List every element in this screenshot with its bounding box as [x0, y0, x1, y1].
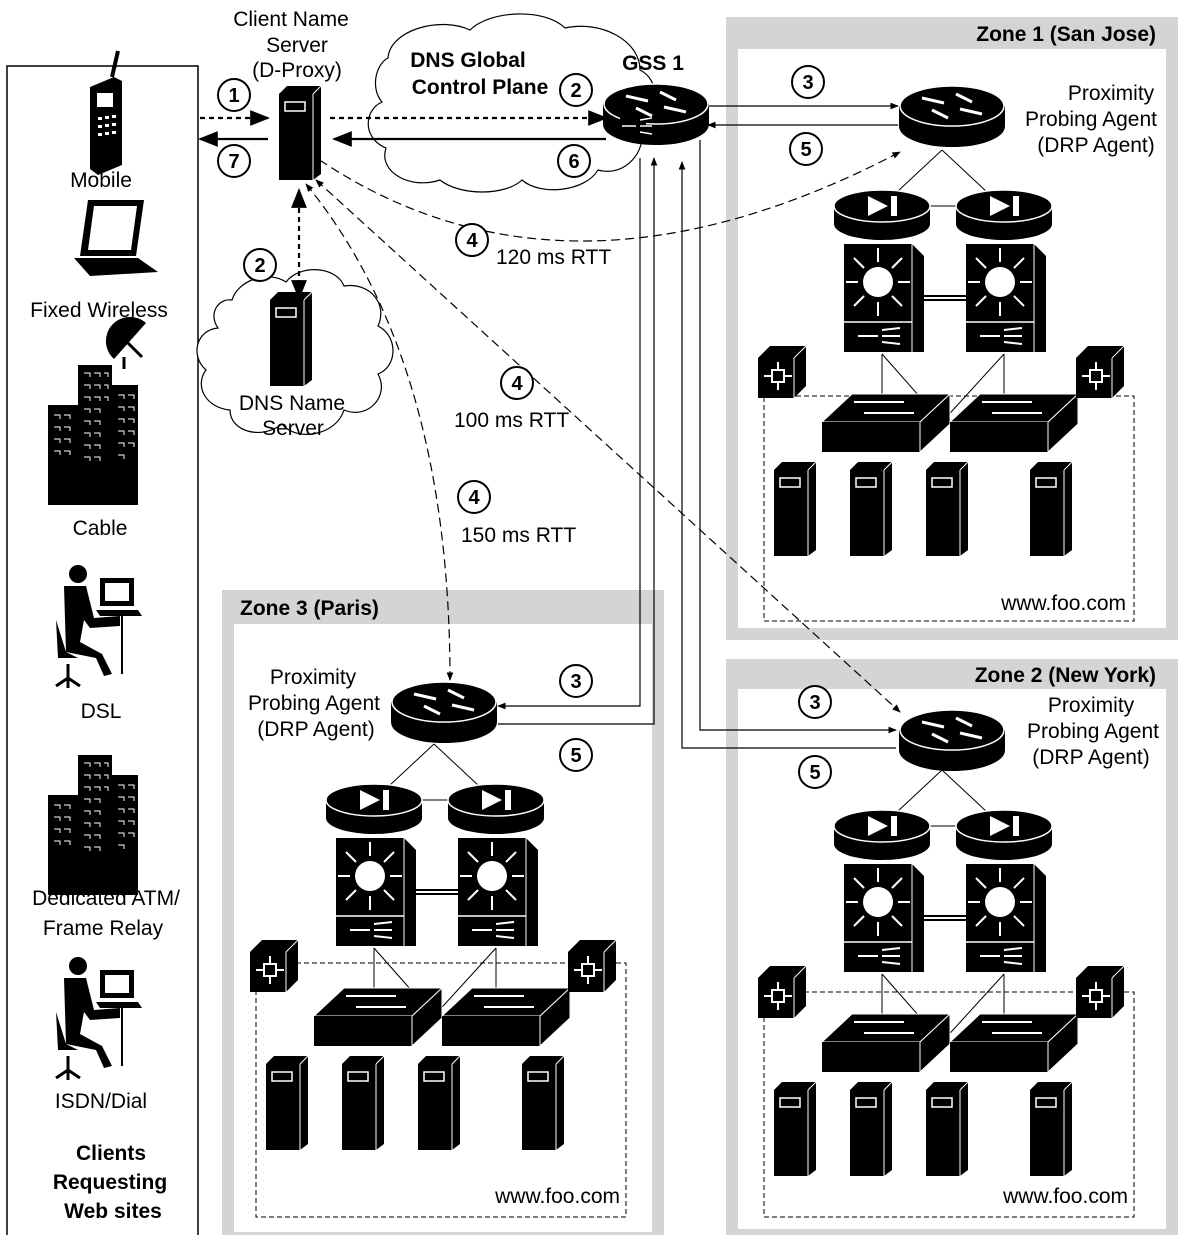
zone2-title: Zone 2 (New York) — [975, 664, 1156, 687]
step-4-zone1-badge: 4 — [466, 230, 478, 252]
zone2-agent-label-line2: Probing Agent — [1027, 720, 1159, 743]
zone1-title: Zone 1 (San Jose) — [976, 23, 1156, 46]
gss-router-icon — [602, 82, 710, 146]
step-5-zone1-badge: 5 — [800, 139, 811, 161]
zone2-agent-router-icon — [898, 708, 1006, 772]
zone3-site-label: www.foo.com — [494, 1185, 620, 1208]
client-mobile-label: Mobile — [70, 169, 132, 192]
zone3-agent-router-icon — [390, 680, 498, 744]
cable-building-icon — [47, 316, 146, 506]
step-3-zone1-badge: 3 — [802, 72, 813, 94]
client-isdn-label: ISDN/Dial — [55, 1090, 147, 1113]
control-plane-label-line1: DNS Global — [410, 49, 526, 72]
zone3-agent-label-line1: Proximity — [270, 666, 357, 689]
mobile-phone-icon — [90, 50, 122, 175]
zone3-agent-label-line2: Probing Agent — [248, 692, 380, 715]
gss-label: GSS 1 — [622, 52, 684, 75]
clients-caption-line2: Requesting — [53, 1171, 167, 1194]
client-fixed-wireless-label: Fixed Wireless — [30, 299, 168, 322]
step-2-badge: 2 — [570, 80, 581, 102]
dns-name-server-icon — [269, 291, 313, 387]
zone1-agent-label-line1: Proximity — [1068, 82, 1155, 105]
step-badge-labels: 1 7 2 6 2 3 5 4 4 4 3 5 3 5 — [228, 72, 820, 784]
probe-zone3 — [305, 183, 454, 681]
zone3-title: Zone 3 (Paris) — [240, 597, 379, 620]
zone2-agent-label-line1: Proximity — [1048, 694, 1135, 717]
zone3-agent-label-line3: (DRP Agent) — [257, 718, 375, 741]
zone2-site-label: www.foo.com — [1002, 1185, 1128, 1208]
client-dsl-label: DSL — [81, 700, 122, 723]
client-ns-label-line1: Client Name — [233, 8, 349, 31]
step-3-zone3-badge: 3 — [570, 671, 581, 693]
dns-ns-label-line1: DNS Name — [239, 392, 345, 415]
zone1-agent-router-icon — [898, 84, 1006, 148]
client-cable-label: Cable — [73, 517, 128, 540]
step-7-badge: 7 — [228, 151, 239, 173]
zone1-site-label: www.foo.com — [1000, 592, 1126, 615]
client-name-server-icon — [278, 85, 322, 181]
zone1-agent-label-line2: Probing Agent — [1025, 108, 1157, 131]
client-atm-label-line1: Dedicated ATM/ — [32, 887, 180, 910]
step-3-zone2-badge: 3 — [809, 692, 820, 714]
step-2-dns-badge: 2 — [254, 255, 265, 277]
rtt-zone3-label: 150 ms RTT — [461, 524, 576, 547]
clients-caption-line3: Web sites — [64, 1200, 162, 1223]
rtt-zone1-label: 120 ms RTT — [496, 246, 611, 269]
zone2-server-farm — [763, 991, 1135, 1218]
step-badges — [217, 65, 832, 789]
zone1-agent-label-line3: (DRP Agent) — [1037, 134, 1155, 157]
step-6-badge: 6 — [568, 151, 579, 173]
laptop-icon — [74, 200, 158, 276]
zone3-server-farm — [255, 962, 627, 1218]
clients-caption-line1: Clients — [76, 1142, 146, 1165]
step-5-zone3-badge: 5 — [570, 745, 581, 767]
client-ns-label-line2: Server — [266, 34, 328, 57]
dns-ns-label-line2: Server — [262, 417, 324, 440]
step-4-zone3-badge: 4 — [468, 487, 480, 509]
rtt-zone2-label: 100 ms RTT — [454, 409, 569, 432]
step-1-badge: 1 — [228, 85, 239, 107]
step-4-zone2-badge: 4 — [511, 373, 523, 395]
step-5-zone2-badge: 5 — [809, 762, 820, 784]
zone2-agent-label-line3: (DRP Agent) — [1032, 746, 1150, 769]
client-ns-label-line3: (D-Proxy) — [252, 59, 342, 82]
client-atm-label-line2: Frame Relay — [43, 917, 164, 940]
control-plane-label-line2: Control Plane — [412, 76, 549, 99]
